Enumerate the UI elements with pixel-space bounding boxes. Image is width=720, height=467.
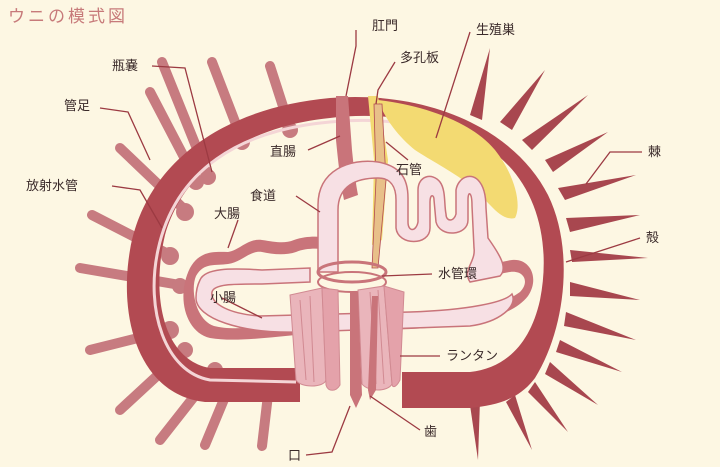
label-gonad: 生殖巣	[476, 22, 515, 38]
ring-canal	[316, 260, 388, 284]
label-radial-canal: 放射水管	[26, 178, 78, 194]
label-anus: 肛門	[372, 19, 398, 34]
label-esophagus: 食道	[250, 188, 276, 204]
label-spine: 棘	[648, 145, 661, 160]
label-tube-foot: 管足	[64, 99, 90, 114]
diagram-title: ウニの模式図	[8, 7, 128, 27]
shell	[126, 96, 564, 409]
label-rectum: 直腸	[270, 145, 296, 160]
label-small-intestine: 小腸	[210, 291, 236, 306]
label-stone-canal: 石管	[396, 163, 422, 178]
label-ampulla: 瓶嚢	[112, 58, 138, 74]
leader-lines	[99, 30, 642, 456]
label-ring-canal: 水管環	[438, 267, 477, 282]
label-teeth: 歯	[424, 425, 437, 440]
label-large-intestine: 大腸	[214, 207, 240, 222]
label-lantern: ランタン	[446, 349, 498, 364]
esophagus	[317, 160, 504, 283]
teeth-right	[368, 296, 378, 400]
label-shell: 殻	[646, 231, 659, 246]
label-madreporite: 多孔板	[400, 50, 439, 66]
label-mouth: 口	[288, 449, 301, 464]
stone-canal	[371, 103, 387, 269]
spines	[470, 48, 648, 460]
small-intestine	[195, 267, 514, 333]
teeth	[350, 292, 362, 408]
lantern	[289, 285, 405, 391]
